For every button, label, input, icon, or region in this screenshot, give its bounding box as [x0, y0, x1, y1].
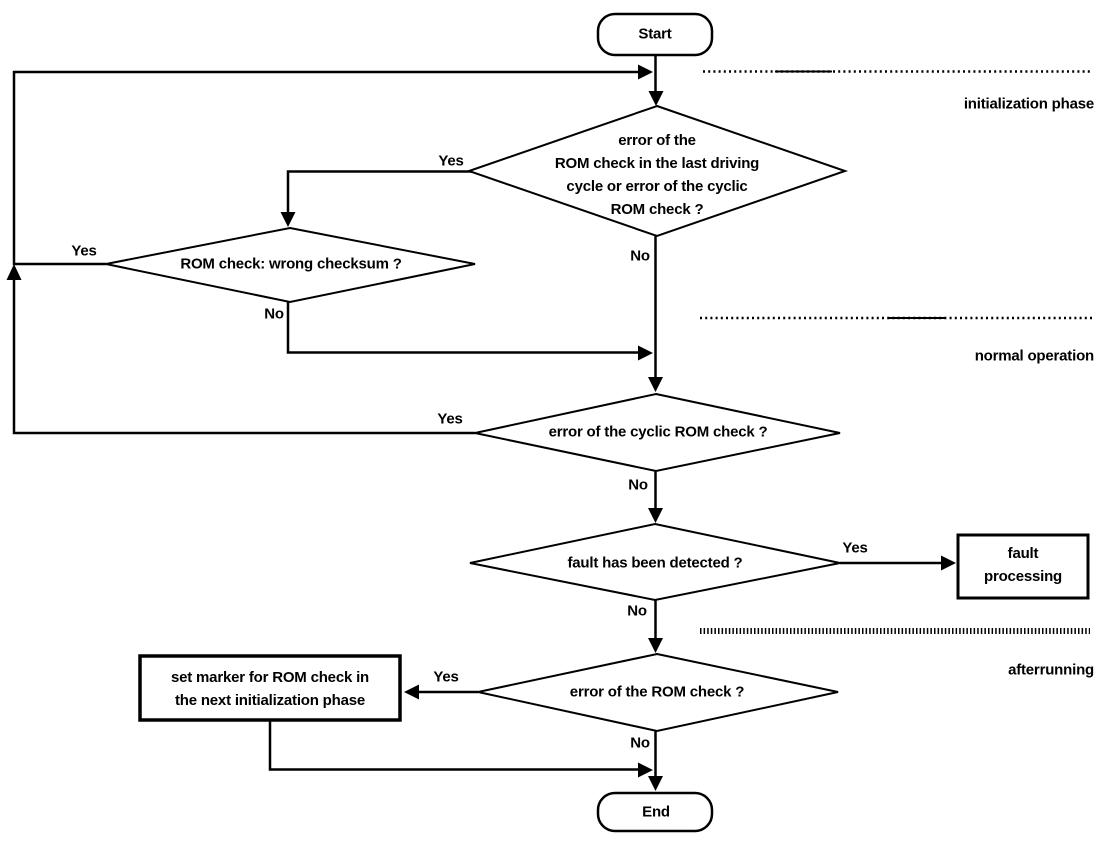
- d1-line-3: cycle or error of the cyclic: [566, 178, 748, 195]
- edge-label-d4-yes: Yes: [842, 539, 868, 557]
- arrow-into-d1-icon: [648, 91, 664, 106]
- d5-node-label: error of the ROM check ?: [569, 683, 745, 701]
- edge-set-marker-join: [268, 721, 640, 771]
- arrow-marker-join-icon: [638, 762, 653, 778]
- d1-line-1: error of the: [618, 132, 696, 149]
- arrow-feedback-up-icon: [6, 264, 22, 280]
- edge-label-d4-no: No: [627, 602, 647, 620]
- d3-diamond-shape: [474, 392, 841, 473]
- edge-label-d2-yes: Yes: [71, 242, 97, 260]
- edge-d2-yes-feedback-top: [12, 70, 640, 266]
- d4-diamond-shape: [469, 522, 841, 602]
- d1-line-4: ROM check ?: [610, 201, 704, 218]
- arrow-feedback-top-icon: [638, 64, 653, 80]
- arrow-into-d3-icon: [648, 377, 663, 392]
- fault-processing-line-2: processing: [983, 568, 1063, 585]
- edge-label-d3-no: No: [628, 476, 648, 494]
- arrow-into-d4-icon: [648, 508, 663, 523]
- set-marker-label: set marker for ROM check in the next ini…: [171, 666, 369, 712]
- d3-node-label: error of the cyclic ROM check ?: [548, 423, 768, 441]
- arrow-into-d2-icon: [280, 212, 296, 227]
- d1-line-2: ROM check in the last driving: [554, 155, 760, 172]
- d4-node-label: fault has been detected ?: [567, 554, 743, 572]
- d2-node-label: ROM check: wrong checksum ?: [180, 255, 402, 273]
- edge-label-d2-no: No: [264, 305, 284, 323]
- d1-diamond-shape: [465, 104, 849, 238]
- set-marker-box-shape: [138, 654, 402, 722]
- start-node-label: Start: [638, 25, 672, 43]
- edge-label-d5-no: No: [630, 734, 650, 752]
- edge-d3-yes-feedback-left: [12, 272, 475, 435]
- fault-processing-label: fault processing: [984, 542, 1062, 588]
- fault-processing-line-1: fault: [1007, 545, 1039, 562]
- end-node-shape: [596, 791, 714, 833]
- connectors: [12, 55, 948, 785]
- edge-d2-no-join: [286, 302, 640, 354]
- node-shapes: [105, 12, 1090, 833]
- arrow-d2-no-join-icon: [638, 345, 653, 361]
- start-node-shape: [596, 12, 714, 57]
- d5-diamond-shape: [477, 652, 839, 733]
- arrow-into-end-icon: [648, 776, 663, 791]
- phase-label-initialization: initialization phase: [963, 95, 1094, 113]
- end-node-label: End: [642, 803, 670, 821]
- edge-label-d1-yes: Yes: [438, 152, 464, 170]
- edge-label-d1-no: No: [630, 247, 650, 265]
- arrow-into-d5-icon: [648, 638, 663, 653]
- arrow-into-fault-processing-icon: [941, 555, 956, 571]
- edge-label-d5-yes: Yes: [433, 668, 459, 686]
- arrow-into-set-marker-icon: [404, 684, 419, 700]
- set-marker-line-2: the next initialization phase: [174, 692, 366, 709]
- edge-d1-yes-to-d2: [286, 170, 472, 220]
- d1-node-label: error of the ROM check in the last drivi…: [555, 129, 759, 221]
- fault-processing-box-shape: [956, 533, 1090, 600]
- d2-diamond-shape: [105, 226, 476, 304]
- set-marker-line-1: set marker for ROM check in: [170, 669, 370, 686]
- phase-label-normal-operation: normal operation: [974, 347, 1095, 365]
- edge-label-d3-yes: Yes: [437, 410, 463, 428]
- arrowheads: [6, 64, 956, 791]
- phase-label-afterrunning: afterrunning: [1008, 661, 1094, 679]
